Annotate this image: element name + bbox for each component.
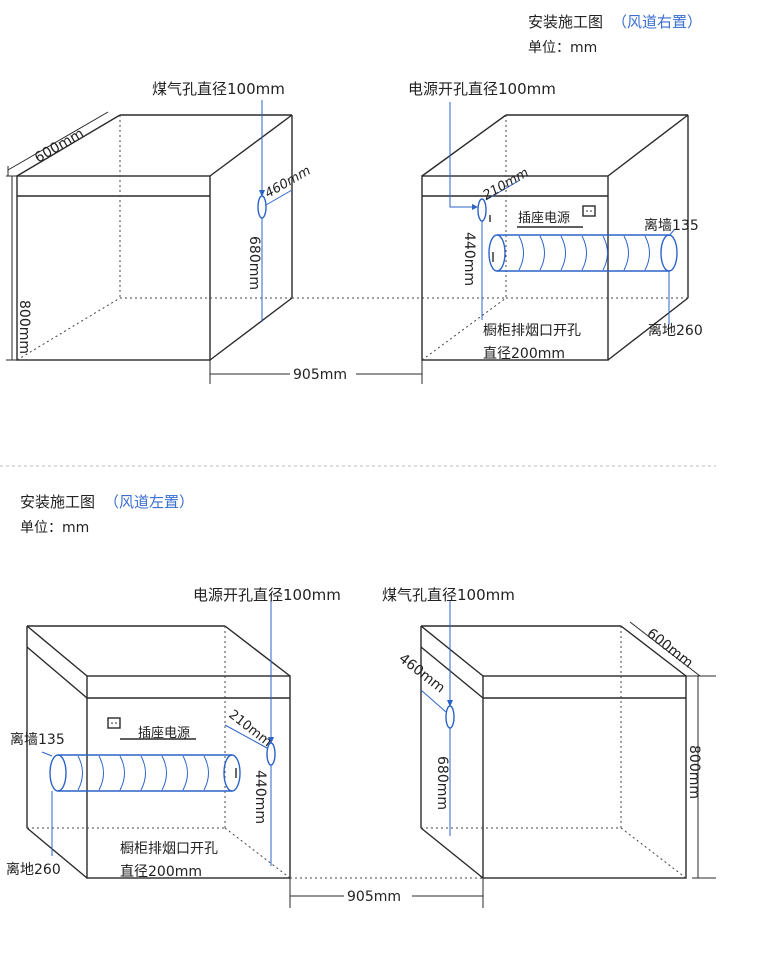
- top-power-height-label: 440mm: [461, 232, 477, 286]
- bottom-width-dimension: [289, 877, 484, 908]
- bottom-wall-label: 离墙135: [10, 731, 65, 748]
- bottom-gas-side-label: 460mm: [396, 651, 448, 697]
- bottom-left-cabinet: [26, 600, 291, 879]
- bottom-right-cabinet: [420, 600, 716, 879]
- top-subtitle: （风道右置）: [612, 13, 702, 31]
- top-width-dimension: [209, 297, 506, 384]
- top-socket-label: 插座电源: [518, 211, 570, 226]
- top-unit: 单位：mm: [528, 40, 597, 56]
- bottom-height-label: 800mm: [686, 745, 702, 799]
- bottom-subtitle: （风道左置）: [104, 493, 194, 511]
- bottom-unit: 单位：mm: [20, 520, 89, 536]
- bottom-exhaust-label-1: 橱柜排烟口开孔: [120, 841, 218, 857]
- top-wall-label: 离墙135: [644, 217, 699, 234]
- top-exhaust-label-1: 橱柜排烟口开孔: [483, 323, 581, 339]
- bottom-socket-label: 插座电源: [138, 726, 190, 741]
- top-title: 安装施工图: [528, 13, 603, 31]
- bottom-exhaust-label-2: 直径200mm: [120, 863, 202, 880]
- top-exhaust-label-2: 直径200mm: [483, 345, 565, 362]
- bottom-power-hole-label: 电源开孔直径100mm: [193, 586, 341, 604]
- top-gas-height-label: 680mm: [246, 236, 262, 290]
- top-height-label: 800mm: [16, 300, 32, 354]
- bottom-gas-height-label: 680mm: [434, 756, 450, 810]
- top-floor-label: 离地260: [648, 322, 703, 339]
- top-left-cabinet: [6, 100, 293, 361]
- top-gas-hole-label: 煤气孔直径100mm: [152, 80, 285, 98]
- bottom-width-label: 905mm: [347, 889, 401, 905]
- top-power-hole-label: 电源开孔直径100mm: [408, 80, 556, 98]
- bottom-title-block: 安装施工图 （风道左置） 单位：mm: [20, 493, 194, 536]
- bottom-floor-label: 离地260: [6, 861, 61, 878]
- bottom-title: 安装施工图: [20, 493, 95, 511]
- bottom-power-side-label: 210mm: [226, 707, 275, 750]
- bottom-depth-label: 600mm: [644, 626, 696, 672]
- bottom-power-height-label: 440mm: [252, 770, 268, 824]
- top-title-block: 安装施工图 （风道右置） 单位：mm: [528, 13, 702, 56]
- top-width-label: 905mm: [293, 367, 347, 383]
- top-right-cabinet: [421, 102, 689, 361]
- top-depth-label: 600mm: [32, 126, 87, 167]
- bottom-gas-hole-label: 煤气孔直径100mm: [382, 586, 515, 604]
- top-gas-side-label: 460mm: [263, 163, 314, 201]
